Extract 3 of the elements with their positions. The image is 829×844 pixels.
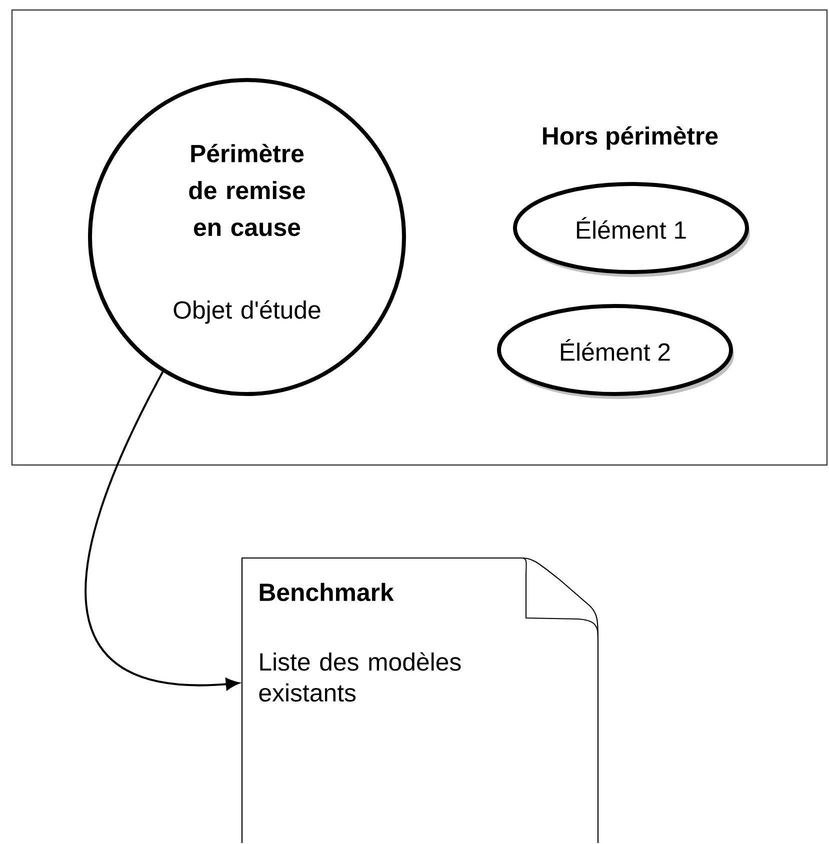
arrow bbox=[85, 371, 240, 690]
frame-box bbox=[11, 9, 828, 466]
heading: Hors périmètre bbox=[543, 126, 718, 150]
